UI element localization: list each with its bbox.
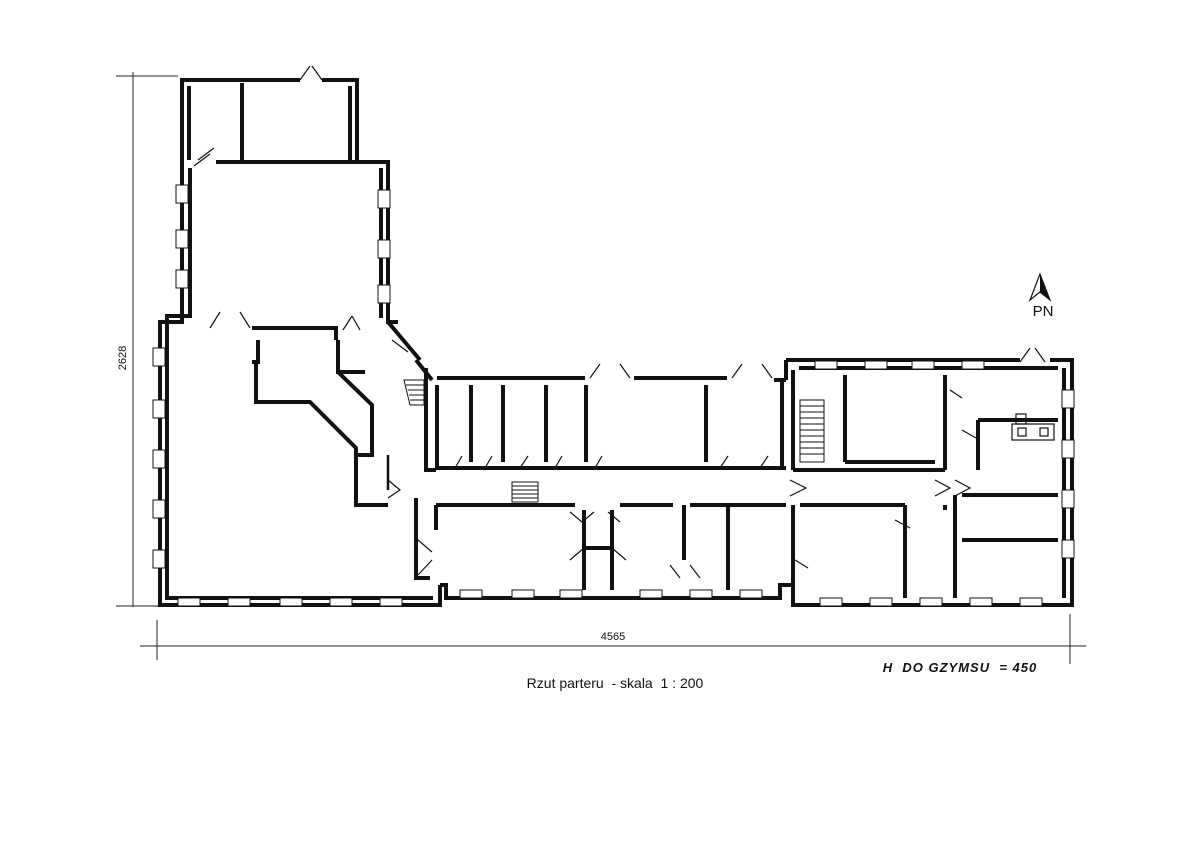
stairs	[403, 379, 825, 503]
width-dimension-label: 4565	[601, 631, 625, 643]
drawing-caption: Rzut parteru - skala 1 : 200	[527, 675, 704, 691]
stair-corridor	[511, 481, 539, 503]
doors	[193, 65, 1046, 579]
north-label: PN	[1033, 303, 1054, 320]
fixture-stove	[1011, 413, 1055, 441]
windows	[152, 184, 1075, 607]
height-dimension-label: 2628	[117, 346, 129, 370]
interior-walls	[252, 326, 1058, 598]
stair-east	[799, 399, 825, 463]
height-dimension: 2628	[116, 72, 178, 607]
cornice-height-note: H DO GZYMSU = 450	[883, 660, 1037, 675]
exterior-walls	[158, 78, 1074, 607]
width-dimension: 4565	[140, 614, 1086, 664]
stair-north	[403, 379, 425, 406]
north-arrow-icon: PN	[1028, 272, 1054, 320]
